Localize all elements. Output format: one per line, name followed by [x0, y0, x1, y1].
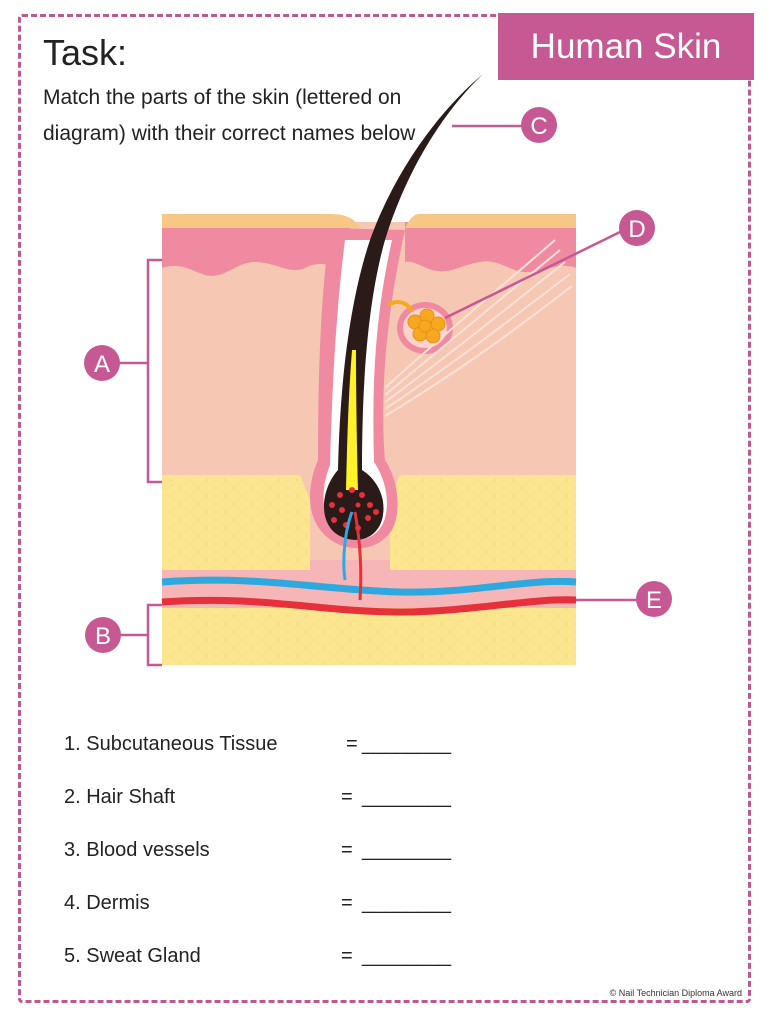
bracket-a: [146, 258, 162, 484]
sweat-gland: [407, 308, 446, 344]
answer-name: 1. Subcutaneous Tissue: [64, 733, 278, 755]
subcutaneous-fat: [162, 608, 576, 665]
gland-duct: [386, 300, 414, 313]
fat-cells-right: [390, 475, 576, 570]
label-a-text: A: [94, 351, 110, 378]
page-border: [18, 14, 751, 1003]
answer-name: 2. Hair Shaft: [64, 786, 176, 808]
artery: [161, 596, 577, 616]
label-e: E: [636, 581, 672, 617]
answer-equals: =: [341, 892, 353, 914]
arrector-pili-muscle: [384, 239, 573, 417]
stratum-corneum-left: [162, 214, 360, 228]
answer-name: 4. Dermis: [64, 892, 150, 914]
bracket-b: [146, 603, 162, 667]
vein: [161, 576, 577, 596]
label-e-text: E: [646, 587, 662, 614]
answer-row: 1. Subcutaneous Tissue = ________: [64, 733, 484, 786]
leader-d: [444, 230, 621, 320]
answer-blank[interactable]: ________: [362, 839, 451, 861]
answer-row: 2. Hair Shaft = ________: [64, 786, 484, 839]
capillary-red: [353, 511, 363, 601]
answer-equals: =: [341, 839, 353, 861]
answer-blank[interactable]: ________: [362, 733, 451, 755]
task-description: Match the parts of the skin (lettered on…: [43, 86, 416, 145]
hair-bulb-papilla: [329, 487, 379, 531]
page-banner: Human Skin: [498, 13, 754, 80]
label-b-text: B: [95, 623, 111, 650]
answer-row: 4. Dermis = ________: [64, 892, 484, 945]
answer-blank[interactable]: ________: [362, 892, 451, 914]
label-c-text: C: [530, 113, 547, 140]
label-d-text: D: [628, 216, 645, 243]
answer-equals: =: [346, 733, 358, 755]
label-a: A: [84, 345, 120, 381]
hair-medulla: [346, 350, 358, 490]
banner-title: Human Skin: [530, 26, 722, 66]
answer-name: 3. Blood vessels: [64, 839, 210, 861]
answer-list: 1. Subcutaneous Tissue = ________ 2. Hai…: [64, 733, 484, 998]
answer-equals: =: [341, 786, 353, 808]
answer-row: 5. Sweat Gland = ________: [64, 945, 484, 998]
stratum-corneum-right: [405, 214, 576, 228]
answer-equals: =: [341, 945, 353, 967]
epidermis-left: [162, 222, 350, 276]
label-c: C: [521, 107, 557, 143]
label-d: D: [619, 210, 655, 246]
copyright-footer: © Nail Technician Diploma Award: [609, 988, 742, 998]
answer-name: 5. Sweat Gland: [64, 945, 201, 967]
answer-blank[interactable]: ________: [362, 945, 451, 967]
task-title: Task:: [43, 32, 128, 73]
label-b: B: [85, 617, 121, 653]
capillary-blue: [342, 511, 354, 581]
answer-row: 3. Blood vessels = ________: [64, 839, 484, 892]
fat-cells-left: [162, 475, 310, 570]
answer-blank[interactable]: ________: [362, 786, 451, 808]
